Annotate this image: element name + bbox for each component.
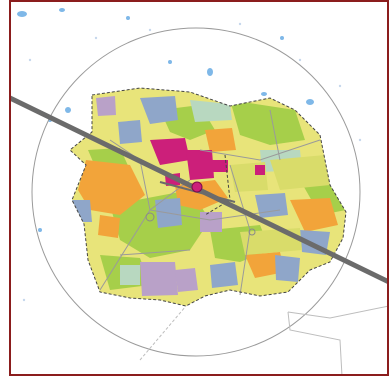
frame-border	[9, 0, 389, 376]
outer-road	[139, 305, 187, 361]
outer-road	[287, 311, 343, 376]
buffer-circle	[31, 27, 361, 357]
water-bodies	[17, 8, 314, 232]
town-boundary	[69, 87, 347, 307]
roundabout	[145, 212, 155, 222]
local-roads	[99, 109, 321, 296]
outer-road	[287, 305, 389, 319]
roundabout	[248, 228, 256, 236]
station-marker[interactable]	[191, 181, 203, 193]
land-use-parcels	[70, 88, 346, 306]
scatter-dots	[22, 22, 362, 302]
